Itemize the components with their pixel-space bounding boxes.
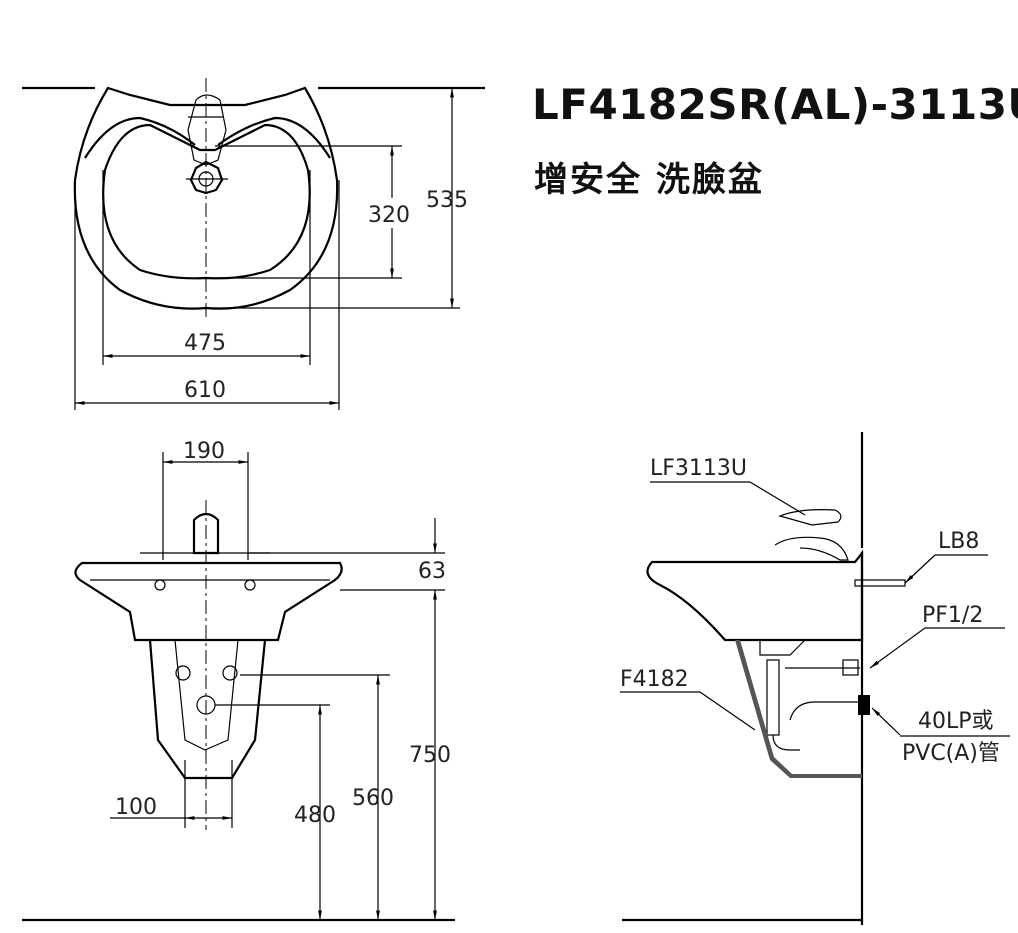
- pedestal-side: [735, 640, 862, 778]
- dim-190: 190: [183, 439, 225, 464]
- faucet-front: [192, 512, 220, 555]
- label-lb8: LB8: [938, 529, 979, 554]
- dim-63: 63: [418, 559, 446, 584]
- dim-560: 560: [352, 786, 394, 811]
- drain-icon: [189, 160, 224, 195]
- drain-connector-icon: [858, 695, 870, 715]
- dim-320: 320: [368, 203, 410, 228]
- label-f4182: F4182: [620, 667, 689, 692]
- dim-475: 475: [184, 331, 226, 356]
- label-40lp: 40LP或: [918, 709, 994, 734]
- dim-610: 610: [184, 378, 226, 403]
- label-pf12: PF1/2: [922, 603, 983, 628]
- dim-535: 535: [426, 188, 468, 213]
- side-view: LF3113U LB8 PF1/2 F4182 40LP或 PVC(A)管: [620, 432, 1010, 925]
- label-pvc: PVC(A)管: [902, 741, 1000, 766]
- product-subtitle: 增安全 洗臉盆: [534, 160, 764, 200]
- basin-inner-rim: [84, 116, 331, 159]
- top-view: 320 535 475 610: [22, 78, 485, 410]
- basin-front: [74, 561, 343, 642]
- product-title: LF4182SR(AL)-3113U: [532, 80, 1018, 129]
- dim-100: 100: [115, 795, 157, 820]
- basin-side: [646, 549, 864, 642]
- label-lf3113u: LF3113U: [650, 456, 747, 481]
- dim-750: 750: [409, 743, 451, 768]
- front-view: 190 63 750 560 480 100: [22, 439, 455, 922]
- faucet-side: [774, 509, 849, 561]
- pedestal-front: [148, 639, 267, 780]
- dim-480: 480: [294, 803, 336, 828]
